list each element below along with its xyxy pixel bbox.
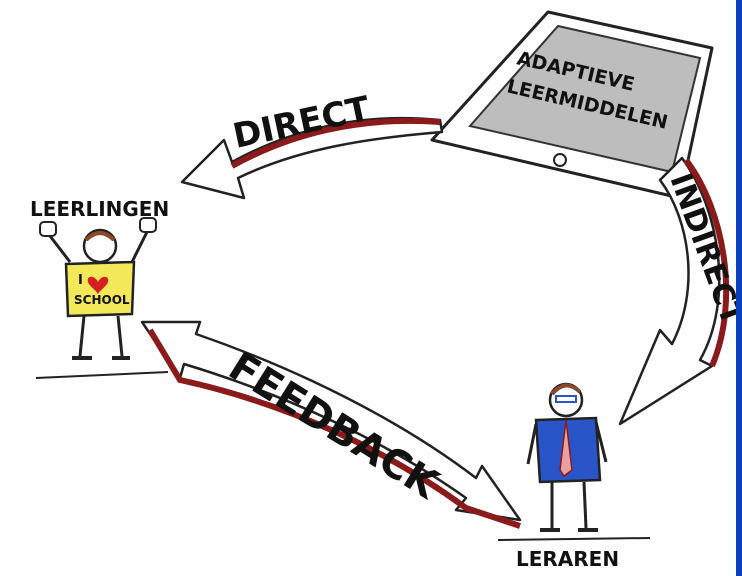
direct-arrow-shadow [230, 117, 441, 169]
student-arm-left [48, 235, 72, 263]
teacher-glasses [555, 395, 577, 403]
feedback-arrow-label: FEEDBACK [221, 343, 448, 509]
indirect-arrow-shadow [683, 158, 730, 368]
right-edge-border [736, 0, 742, 576]
student-ground-line [35, 371, 169, 379]
student-figure: LEERLINGEN I SCHOOL [30, 197, 169, 379]
student-hair [84, 231, 116, 242]
teacher-hair [550, 383, 582, 396]
indirect-arrow-body [618, 156, 721, 426]
teacher-figure: LERAREN [497, 382, 651, 571]
student-arm-right [130, 229, 150, 263]
student-legs [78, 315, 124, 357]
student-hand-left [39, 221, 57, 237]
tablet: ADAPTIEVE LEERMIDDELEN [430, 10, 714, 200]
indirect-arrow: INDIRECT [618, 156, 742, 426]
heart-icon [87, 276, 109, 294]
tablet-home-button [553, 153, 567, 167]
teacher-ground-line [497, 537, 651, 541]
student-shirt-line1: I [78, 273, 83, 288]
teacher-arms [526, 421, 608, 465]
student-shirt-line2: SCHOOL [74, 293, 130, 307]
feedback-arrow: FEEDBACK [140, 320, 522, 529]
direct-arrow: DIRECT [180, 89, 444, 200]
student-hand-right [139, 217, 157, 233]
feedback-arrow-body [140, 320, 522, 522]
teachers-label: LERAREN [516, 547, 619, 571]
teacher-tie [559, 419, 573, 478]
feedback-arrow-shadow [147, 328, 521, 529]
direct-arrow-body [180, 116, 444, 200]
teacher-legs [550, 481, 588, 529]
